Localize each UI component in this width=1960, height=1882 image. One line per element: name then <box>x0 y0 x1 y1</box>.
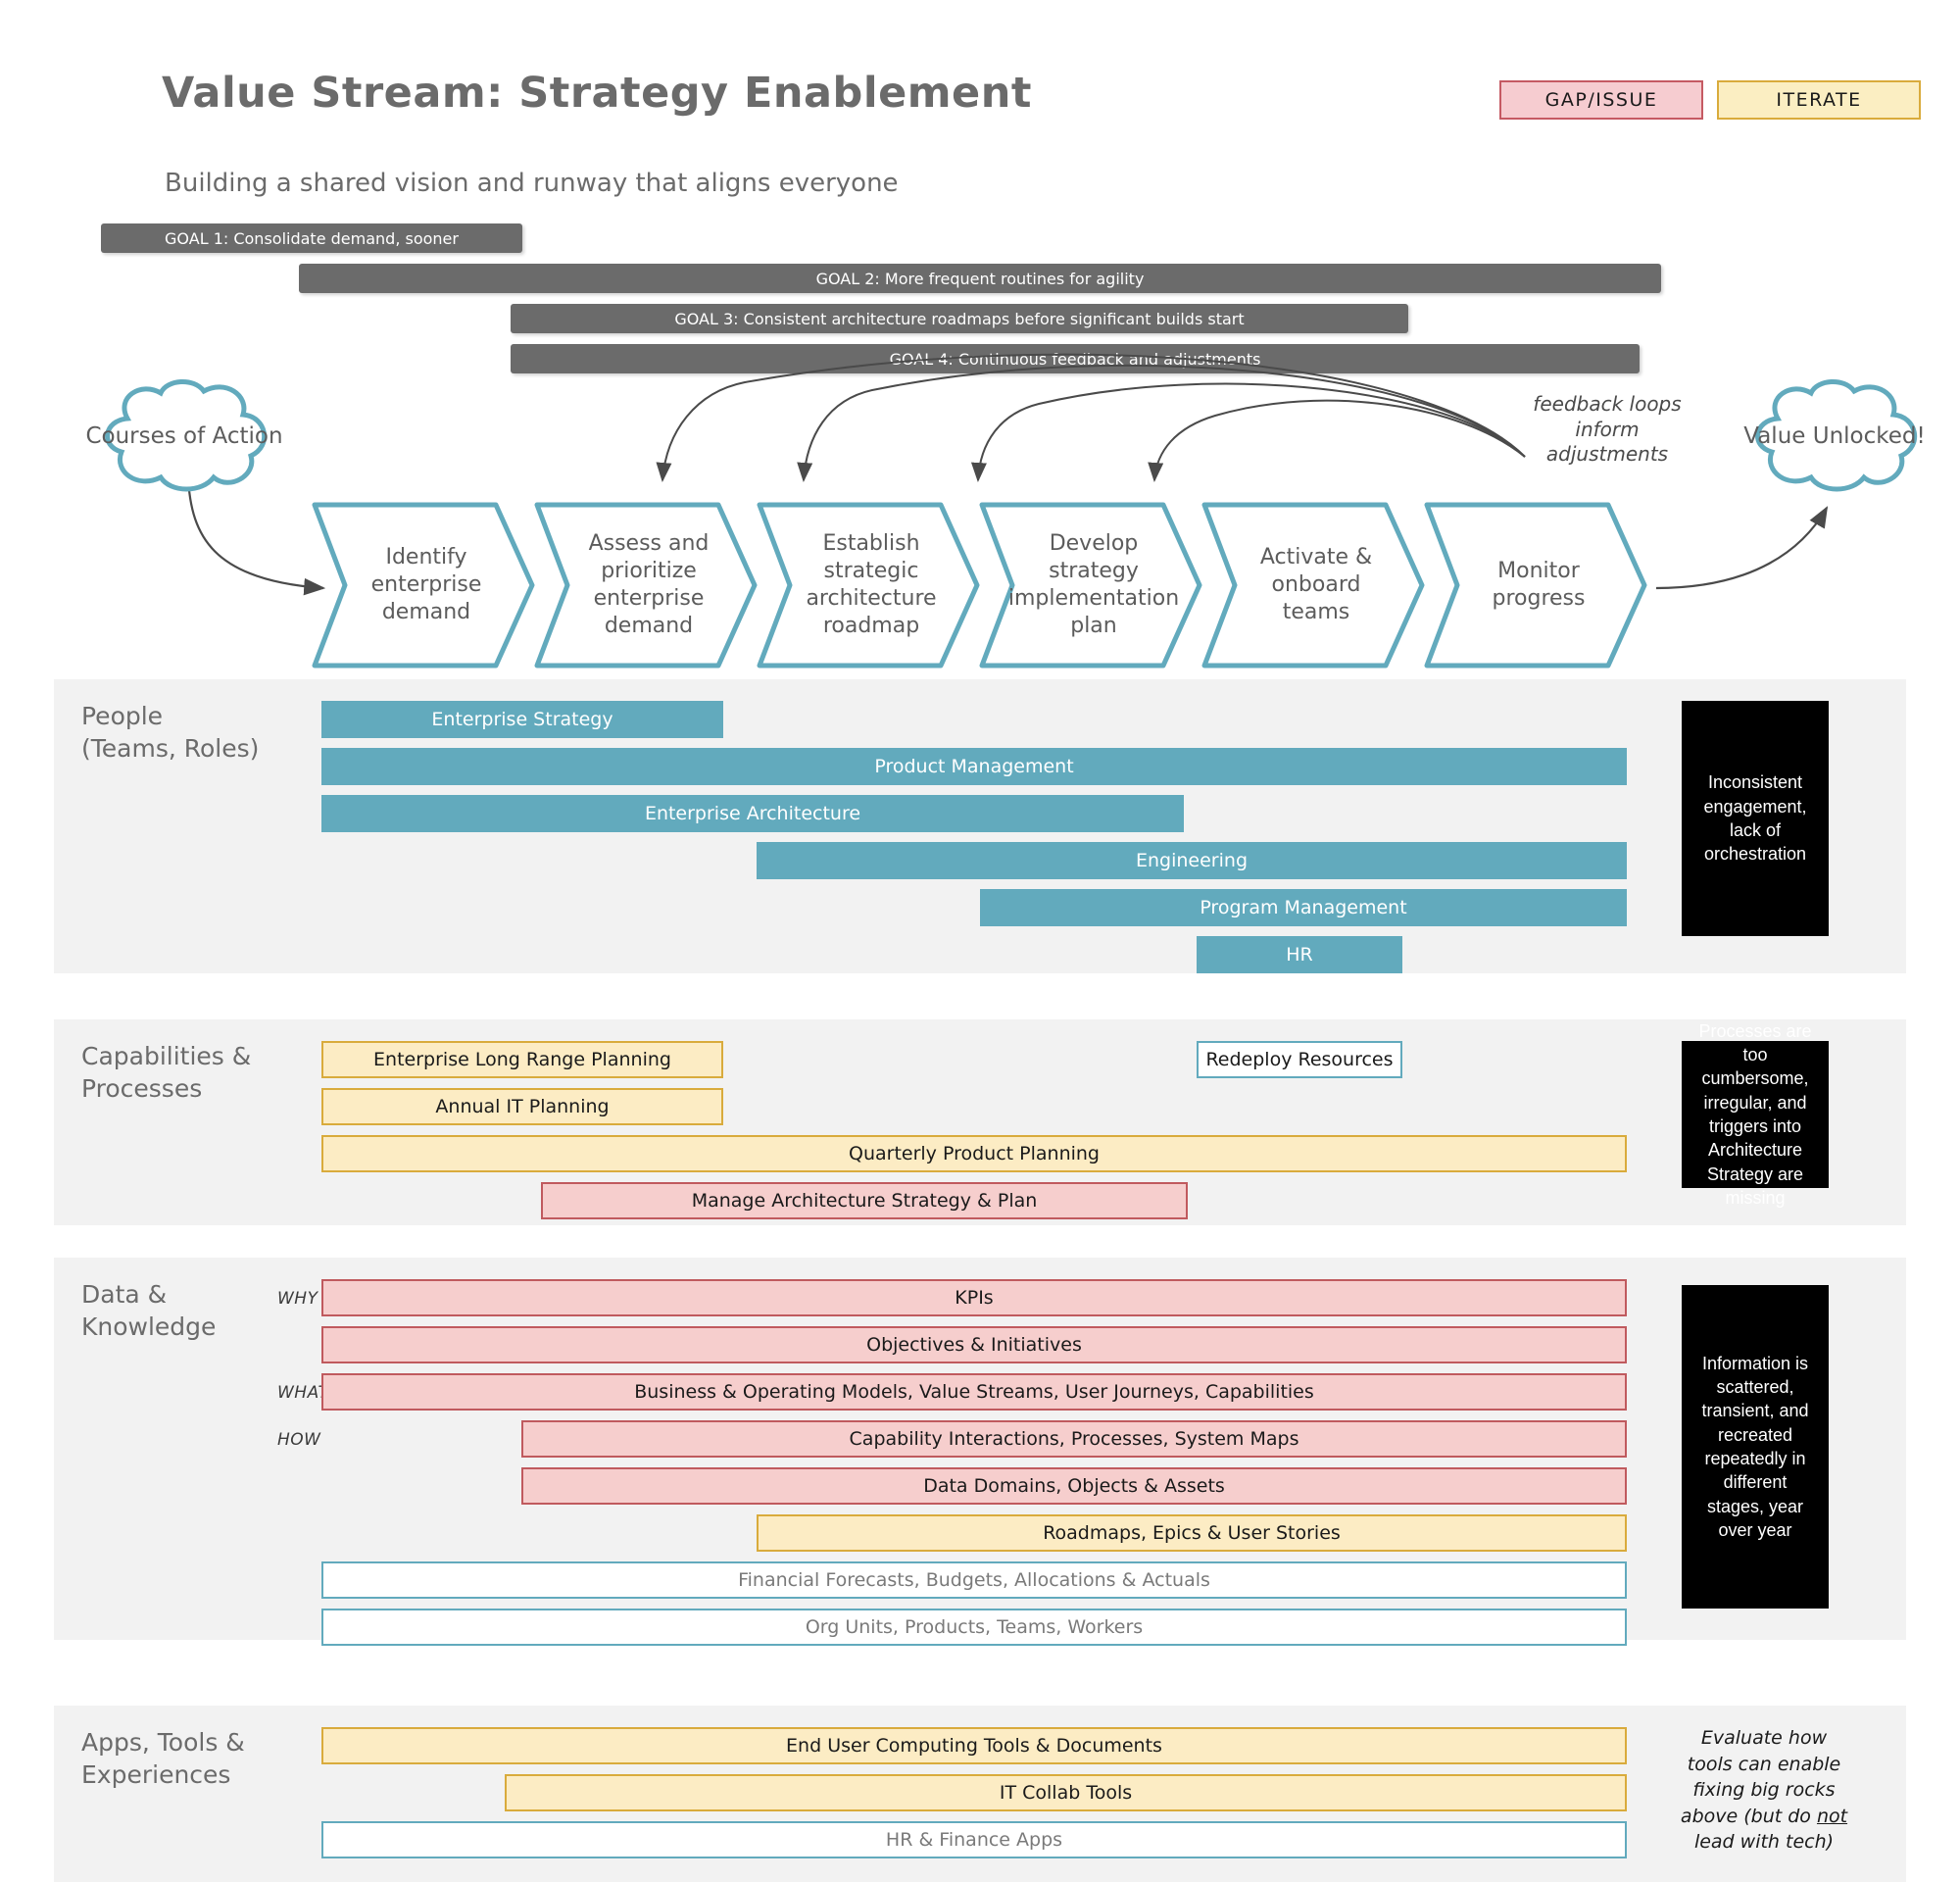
end-cloud: Value Unlocked! <box>1727 377 1942 495</box>
lane-bar[interactable]: Engineering <box>757 842 1627 879</box>
lane-label: Capabilities &Processes <box>81 1042 252 1103</box>
stage-label: Establish strategic architecture roadmap <box>806 530 937 639</box>
gap-callout: Inconsistent engagement, lack of orchest… <box>1682 701 1829 936</box>
goal-bar-3: GOAL 3: Consistent architecture roadmaps… <box>511 304 1408 333</box>
start-cloud-label: Courses of Action <box>85 422 283 449</box>
axis-label-what: WHAT <box>277 1383 329 1403</box>
stage-label: Assess and prioritize enterprise demand <box>588 530 710 639</box>
goal-bar-2: GOAL 2: More frequent routines for agili… <box>299 264 1661 293</box>
stage-chevron-1[interactable]: Identify enterprise demand <box>312 502 535 669</box>
start-cloud: Courses of Action <box>76 377 292 495</box>
lane-bar[interactable]: Manage Architecture Strategy & Plan <box>541 1182 1188 1219</box>
page-subtitle: Building a shared vision and runway that… <box>165 169 899 198</box>
lane-bar[interactable]: Financial Forecasts, Budgets, Allocation… <box>321 1561 1627 1599</box>
axis-label-how: HOW <box>277 1430 321 1450</box>
axis-label-why: WHY <box>277 1289 318 1309</box>
cloud-shape <box>105 379 268 492</box>
chevron-shape <box>757 502 980 669</box>
swimlane-people-teams-roles: People (Teams, Roles) Enterprise Strategy… <box>54 679 1906 973</box>
lane-bar[interactable]: Roadmaps, Epics & User Stories <box>757 1514 1627 1552</box>
swimlane-apps-tools-experiences: Apps, Tools &Experiences End User Computi… <box>54 1706 1906 1882</box>
lane-bar[interactable]: HR & Finance Apps <box>321 1821 1627 1858</box>
lane-bar[interactable]: Data Domains, Objects & Assets <box>521 1467 1627 1505</box>
legend: GAP/ISSUE ITERATE <box>1499 80 1921 120</box>
stage-label: Monitor progress <box>1492 558 1586 611</box>
lane-bar[interactable]: Quarterly Product Planning <box>321 1135 1627 1172</box>
lane-bar[interactable]: Enterprise Strategy <box>321 701 723 738</box>
stage-chevron-4[interactable]: Develop strategy implementation plan <box>979 502 1202 669</box>
lane-bar[interactable]: End User Computing Tools & Documents <box>321 1727 1627 1764</box>
stage-chevron-5[interactable]: Activate & onboard teams <box>1201 502 1425 669</box>
lane-bar[interactable]: IT Collab Tools <box>505 1774 1627 1811</box>
lane-label: Apps, Tools &Experiences <box>81 1728 245 1789</box>
chevron-shape <box>1201 502 1425 669</box>
stage-label: Activate & onboard teams <box>1259 544 1373 625</box>
lane-bar[interactable]: Product Management <box>321 748 1627 785</box>
lane-bar[interactable]: Business & Operating Models, Value Strea… <box>321 1373 1627 1411</box>
chevron-shape <box>312 502 535 669</box>
legend-badge-iterate: ITERATE <box>1717 80 1921 120</box>
lane-bar[interactable]: Capability Interactions, Processes, Syst… <box>521 1420 1627 1458</box>
legend-badge-gap-issue: GAP/ISSUE <box>1499 80 1703 120</box>
lane-note: Evaluate how tools can enable fixing big… <box>1680 1727 1848 1854</box>
lane-bar[interactable]: KPIs <box>321 1279 1627 1316</box>
lane-bar[interactable]: Enterprise Architecture <box>321 795 1184 832</box>
chevron-shape <box>979 502 1202 669</box>
lane-bar[interactable]: Objectives & Initiatives <box>321 1326 1627 1363</box>
lane-label: Data &Knowledge <box>81 1280 217 1341</box>
chevron-shape <box>534 502 758 669</box>
lane-bar[interactable]: Annual IT Planning <box>321 1088 723 1125</box>
gap-callout: Information is scattered, transient, and… <box>1682 1285 1829 1609</box>
lane-bar[interactable]: HR <box>1197 936 1402 973</box>
lane-bar[interactable]: Program Management <box>980 889 1627 926</box>
chevron-shape <box>1424 502 1647 669</box>
stage-label: Identify enterprise demand <box>370 544 482 625</box>
lane-bar[interactable]: Enterprise Long Range Planning <box>321 1041 723 1078</box>
stage-label: Develop strategy implementation plan <box>1007 530 1180 639</box>
cloud-shape <box>1755 379 1918 492</box>
feedback-loop-note: feedback loops inform adjustments <box>1533 392 1682 467</box>
swimlane-capabilities-processes: Capabilities &Processes Enterprise Long R… <box>54 1019 1906 1225</box>
end-cloud-label: Value Unlocked! <box>1743 422 1926 449</box>
stage-chevron-3[interactable]: Establish strategic architecture roadmap <box>757 502 980 669</box>
lane-bar[interactable]: Org Units, Products, Teams, Workers <box>321 1609 1627 1646</box>
stage-chevron-6[interactable]: Monitor progress <box>1424 502 1647 669</box>
goal-bar-4: GOAL 4: Continuous feedback and adjustme… <box>511 344 1640 373</box>
goal-bar-1: GOAL 1: Consolidate demand, sooner <box>101 223 522 253</box>
gap-callout: Processes are too cumbersome, irregular,… <box>1682 1021 1829 1208</box>
stage-chevron-2[interactable]: Assess and prioritize enterprise demand <box>534 502 758 669</box>
page-title: Value Stream: Strategy Enablement <box>162 69 1032 118</box>
lane-bar[interactable]: Redeploy Resources <box>1197 1041 1402 1078</box>
lane-label: People (Teams, Roles) <box>81 702 260 763</box>
